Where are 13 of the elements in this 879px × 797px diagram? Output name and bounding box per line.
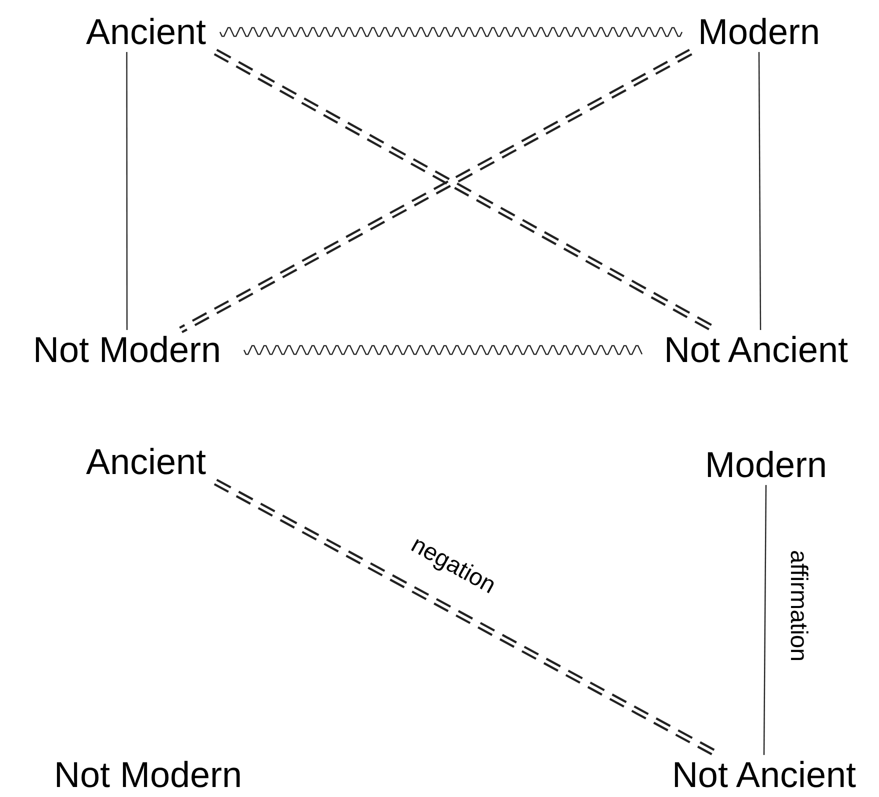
term-label: Not Modern xyxy=(32,330,222,370)
wavy-line xyxy=(220,27,682,37)
term-label: Not Ancient xyxy=(672,755,856,795)
term-label: Ancient xyxy=(86,12,206,52)
term-label: Modern xyxy=(698,12,820,52)
term-label: Ancient xyxy=(86,442,206,482)
wavy-line xyxy=(244,345,643,355)
term-label: Not Modern xyxy=(54,755,242,795)
term-label: Modern xyxy=(704,445,828,485)
connector-line xyxy=(763,485,767,755)
term-label: Not Ancient xyxy=(664,330,848,370)
connector-line xyxy=(758,52,762,330)
connector-line xyxy=(126,52,128,330)
